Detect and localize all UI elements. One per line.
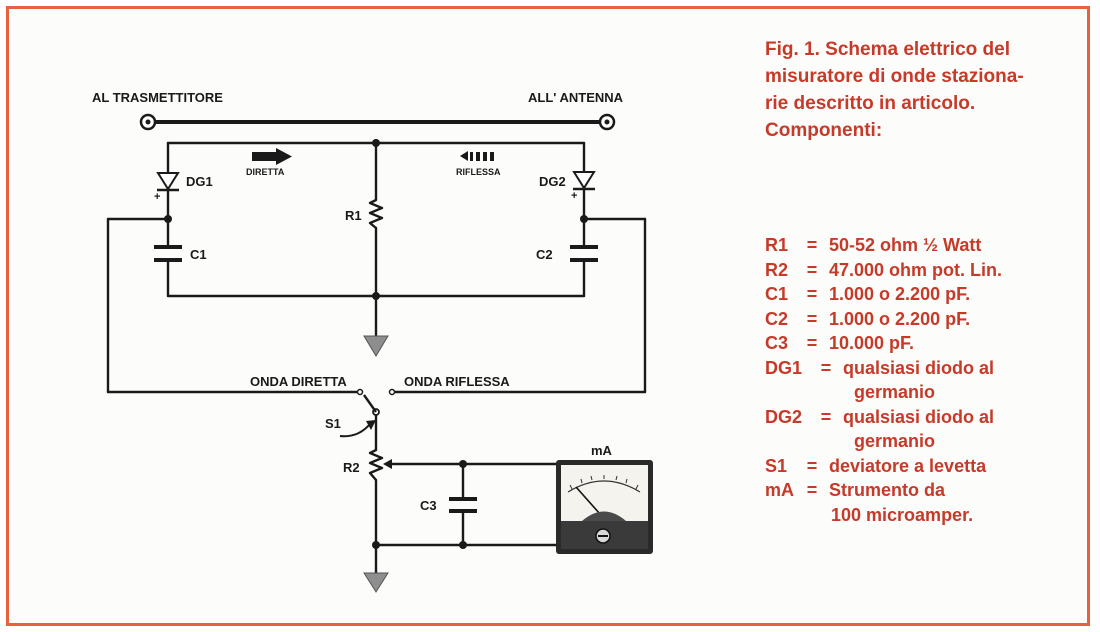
ground-icon <box>363 335 389 357</box>
component-equals: = <box>806 333 818 353</box>
component-desc: 1.000 o 2.200 pF. <box>829 284 971 304</box>
caption-line-2: misuratore di onde staziona- <box>765 66 1024 87</box>
antenna-connector-icon <box>598 113 616 131</box>
component-row: R1 = 50-52 ohm ½ Watt <box>765 233 1085 258</box>
component-row: DG1 = qualsiasi diodo al <box>765 356 1085 381</box>
dg2-diode-icon <box>572 171 596 191</box>
component-equals: = <box>806 284 818 304</box>
reflected-arrow-icon <box>460 151 494 161</box>
component-equals: = <box>820 406 832 427</box>
caption-line-4: Componenti: <box>765 120 883 141</box>
component-ref: R2 <box>765 259 789 280</box>
component-desc-continued: germanio <box>854 431 936 451</box>
c1-capacitor-icon <box>154 245 182 262</box>
component-equals: = <box>806 235 818 255</box>
transmitter-connector-icon <box>139 113 157 131</box>
component-row-continued: germanio <box>765 380 1085 405</box>
r1-resistor-icon <box>368 198 384 229</box>
caption-line-3: rie descritto in articolo. <box>765 93 976 114</box>
component-desc: qualsiasi diodo al <box>843 406 995 427</box>
s1-switch-icon <box>339 388 396 438</box>
label-s1: S1 <box>325 416 341 431</box>
component-row: C1 = 1.000 o 2.200 pF. <box>765 282 1085 307</box>
component-row-continued: germanio <box>765 429 1085 454</box>
component-desc: Strumento da <box>829 480 946 500</box>
component-row: C2 = 1.000 o 2.200 pF. <box>765 307 1085 332</box>
label-meter-unit: mA <box>591 443 613 458</box>
component-ref: DG2 <box>765 406 803 427</box>
label-reflected-arrow: RIFLESSA <box>456 167 501 177</box>
label-r2: R2 <box>343 460 360 475</box>
component-desc: 1.000 o 2.200 pF. <box>829 308 971 329</box>
figure-frame <box>6 6 1090 626</box>
dg1-diode-icon <box>156 172 180 192</box>
label-reflected-wave: ONDA RIFLESSA <box>404 374 510 389</box>
component-desc: 47.000 ohm pot. Lin. <box>829 259 1003 280</box>
component-equals: = <box>806 455 818 476</box>
milliammeter-icon <box>556 460 653 554</box>
component-equals: = <box>820 357 832 378</box>
component-desc-continued: germanio <box>854 382 936 402</box>
components-list: R1 = 50-52 ohm ½ Watt R2 = 47.000 ohm po… <box>765 233 1085 527</box>
component-desc: 50-52 ohm ½ Watt <box>829 235 982 255</box>
component-desc: qualsiasi diodo al <box>843 357 995 378</box>
component-ref: mA <box>765 480 795 500</box>
junction-dots <box>164 139 588 549</box>
component-ref: R1 <box>765 235 789 255</box>
label-c2: C2 <box>536 247 553 262</box>
component-equals: = <box>806 259 818 280</box>
r2-wiper-arrow-icon <box>383 459 392 469</box>
component-equals: = <box>806 308 818 329</box>
label-dg2: DG2 <box>539 174 566 189</box>
circuit-schematic: AL TRASMETTITORE ALL' ANTENNA DIRETTA RI… <box>92 90 653 593</box>
component-ref: C3 <box>765 333 789 353</box>
direct-arrow-icon <box>252 148 292 165</box>
label-r1: R1 <box>345 208 362 223</box>
component-desc: 10.000 pF. <box>829 333 915 353</box>
label-dg1: DG1 <box>186 174 213 189</box>
label-direct-wave: ONDA DIRETTA <box>250 374 347 389</box>
component-equals: = <box>806 480 818 500</box>
label-direct-arrow: DIRETTA <box>246 167 285 177</box>
component-row: mA = Strumento da <box>765 478 1085 503</box>
component-ref: C2 <box>765 308 789 329</box>
caption-line-1: Fig. 1. Schema elettrico del <box>765 39 1010 60</box>
label-c3: C3 <box>420 498 437 513</box>
c3-capacitor-icon <box>449 497 477 513</box>
component-row-continued: 100 microamper. <box>765 503 1085 528</box>
component-ref: S1 <box>765 455 788 476</box>
label-transmitter: AL TRASMETTITORE <box>92 90 223 105</box>
component-row: S1 = deviatore a levetta <box>765 454 1085 479</box>
label-antenna: ALL' ANTENNA <box>528 90 624 105</box>
c2-capacitor-icon <box>570 245 598 262</box>
component-row: R2 = 47.000 ohm pot. Lin. <box>765 258 1085 283</box>
figure-caption: Fig. 1. Schema elettrico del misuratore … <box>765 36 1085 144</box>
label-dg1-plus: + <box>154 191 160 203</box>
component-ref: C1 <box>765 284 789 304</box>
label-dg2-plus: + <box>571 190 577 202</box>
component-desc-continued: 100 microamper. <box>831 504 974 525</box>
component-desc: deviatore a levetta <box>829 455 987 476</box>
label-c1: C1 <box>190 247 207 262</box>
component-row: C3 = 10.000 pF. <box>765 331 1085 356</box>
component-row: DG2 = qualsiasi diodo al <box>765 405 1085 430</box>
r2-potentiometer-icon <box>368 448 384 481</box>
component-ref: DG1 <box>765 357 803 378</box>
ground-icon-2 <box>363 572 389 593</box>
